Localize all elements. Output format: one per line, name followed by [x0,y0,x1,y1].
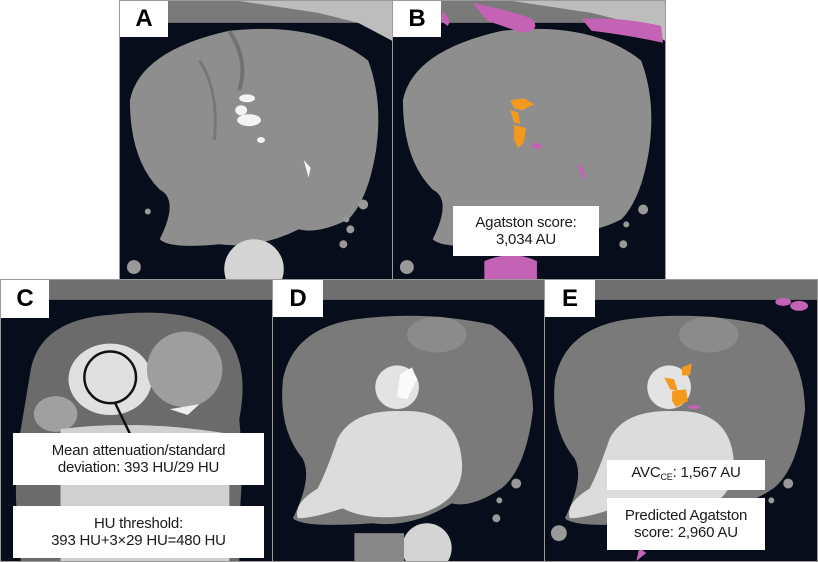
avc-ce-value: AVCCE: 1,567 AU [631,464,741,486]
predicted-agatston-label: Predicted Agatston [624,507,748,524]
hu-threshold-label: HU threshold: [93,515,184,532]
ct-scan-image [393,1,665,279]
hu-threshold-annotation: HU threshold: 393 HU+3×29 HU=480 HU [13,506,264,558]
agatston-score-annotation: Agatston score: 3,034 AU [453,206,599,256]
panel-e-contrast-calcium: E AVCCE: 1,567 AU Predicted Agatston sco… [544,279,818,562]
predicted-agatston-value: score: 2,960 AU [634,524,738,541]
avc-prefix: AVC [631,464,661,481]
agatston-score-label: Agatston score: [475,214,577,231]
hu-threshold-formula: 393 HU+3×29 HU=480 HU [51,532,226,549]
ct-scan-image [273,280,545,561]
panel-label-d: D [273,280,323,317]
panel-label-b: B [393,1,441,37]
mean-attenuation-line2: deviation: 393 HU/29 HU [57,459,220,476]
avc-suffix: : 1,567 AU [672,464,741,481]
panel-label-c: C [1,280,49,318]
ct-scan-image [120,1,392,279]
avc-subscript: CE [660,472,673,482]
agatston-score-value: 3,034 AU [495,231,557,248]
panel-d-contrast-ct: D [272,279,546,562]
mean-attenuation-annotation: Mean attenuation/standard deviation: 393… [13,433,264,485]
panel-b-agatston-overlay: B Agatston score: 3,034 AU [392,0,666,280]
mean-attenuation-line1: Mean attenuation/standard [51,442,226,459]
panel-c-roi-threshold: C Mean attenuation/standard deviation: 3… [0,279,274,562]
panel-label-e: E [545,280,595,317]
panel-a-noncontrast-ct: A [119,0,393,280]
panel-label-a: A [120,1,168,37]
avc-ce-annotation: AVCCE: 1,567 AU [607,460,765,490]
predicted-agatston-annotation: Predicted Agatston score: 2,960 AU [607,498,765,550]
